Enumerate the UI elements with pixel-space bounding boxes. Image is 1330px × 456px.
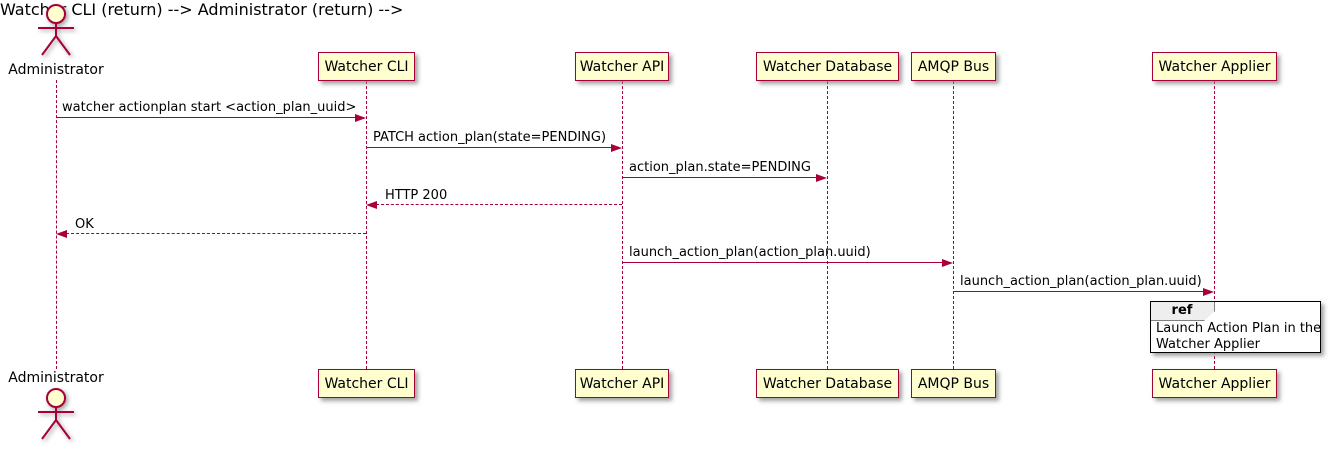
lifeline-watcher-api	[622, 81, 623, 369]
participant-watcher-cli-top: Watcher CLI	[318, 52, 415, 81]
participant-watcher-applier-bottom: Watcher Applier	[1152, 369, 1277, 398]
actor-label-bottom: Administrator	[8, 370, 104, 386]
message-1-label: watcher actionplan start <action_plan_uu…	[62, 100, 357, 115]
participant-watcher-database-bottom: Watcher Database	[756, 369, 899, 398]
lifeline-amqp-bus	[953, 81, 954, 369]
lifeline-administrator	[56, 80, 57, 369]
ref-fragment: ref Launch Action Plan in the Watcher Ap…	[1150, 301, 1321, 353]
message-4-line	[376, 204, 622, 205]
message-5-line	[66, 233, 366, 234]
message-6-arrowhead	[942, 258, 953, 267]
ref-text-line2: Watcher Applier	[1156, 337, 1260, 352]
message-6-label: launch_action_plan(action_plan.uuid)	[629, 245, 871, 260]
participant-watcher-api-top: Watcher API	[575, 52, 669, 81]
participant-amqp-bus-top: AMQP Bus	[911, 52, 996, 81]
message-2-line	[366, 147, 612, 148]
message-3-line	[622, 177, 817, 178]
message-6-line	[622, 262, 943, 263]
message-7-line	[953, 291, 1204, 292]
ref-text-line1: Launch Action Plan in the	[1156, 321, 1322, 336]
message-4-arrowhead	[366, 200, 377, 209]
message-2-label: PATCH action_plan(state=PENDING)	[373, 130, 607, 145]
lifeline-watcher-cli	[366, 81, 367, 369]
actor-label-top: Administrator	[8, 62, 104, 78]
message-3-label: action_plan.state=PENDING	[629, 160, 811, 175]
participant-watcher-api-bottom: Watcher API	[575, 369, 669, 398]
lifeline-watcher-applier	[1214, 81, 1215, 369]
message-3-arrowhead	[816, 173, 827, 182]
participant-watcher-applier-top: Watcher Applier	[1152, 52, 1277, 81]
participant-watcher-cli-bottom: Watcher CLI	[318, 369, 415, 398]
message-7-label: launch_action_plan(action_plan.uuid)	[960, 274, 1202, 289]
participant-amqp-bus-bottom: AMQP Bus	[911, 369, 996, 398]
actor-icon	[38, 4, 74, 56]
message-5-label: OK	[75, 217, 94, 232]
actor-icon-bottom	[38, 388, 74, 440]
ref-body: Launch Action Plan in the Watcher Applie…	[1156, 321, 1321, 353]
participant-watcher-database-top: Watcher Database	[756, 52, 899, 81]
message-5-arrowhead	[56, 229, 67, 238]
message-2-arrowhead	[611, 143, 622, 152]
message-7-arrowhead	[1203, 287, 1214, 296]
message-1-line	[56, 117, 356, 118]
ref-keyword: ref	[1150, 301, 1215, 321]
lifeline-watcher-database	[827, 81, 828, 369]
message-1-arrowhead	[355, 113, 366, 122]
message-4-label: HTTP 200	[385, 188, 448, 203]
